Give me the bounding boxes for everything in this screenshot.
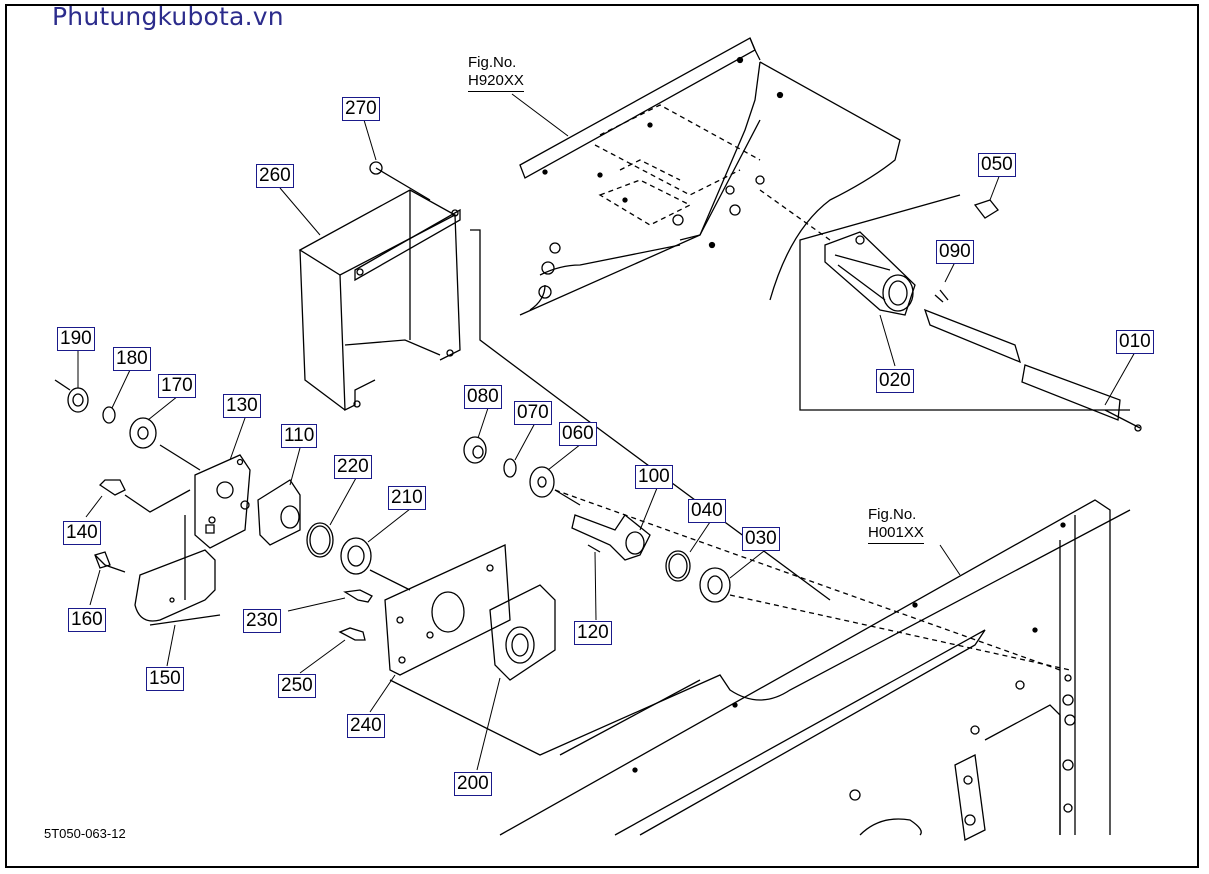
part-label-240[interactable]: 240 <box>347 714 385 738</box>
part-label-180[interactable]: 180 <box>113 347 151 371</box>
middle-bearings-drawing <box>307 510 1130 755</box>
part-label-130[interactable]: 130 <box>223 394 261 418</box>
part-label-150[interactable]: 150 <box>146 667 184 691</box>
diagram-frame <box>5 4 1199 868</box>
part-label-020[interactable]: 020 <box>876 369 914 393</box>
part-label-200[interactable]: 200 <box>454 772 492 796</box>
frame-h001-drawing <box>500 500 1110 840</box>
fig-ref-h001-line1: Fig.No. <box>868 506 917 523</box>
part-label-260[interactable]: 260 <box>256 164 294 188</box>
shaft-assembly-drawing <box>760 190 1141 431</box>
site-title[interactable]: Phutungkubota.vn <box>52 2 284 31</box>
part-label-040[interactable]: 040 <box>688 499 726 523</box>
part-label-050[interactable]: 050 <box>978 153 1016 177</box>
part-label-010[interactable]: 010 <box>1116 330 1154 354</box>
part-label-270[interactable]: 270 <box>342 97 380 121</box>
part-label-090[interactable]: 090 <box>936 240 974 264</box>
part-label-140[interactable]: 140 <box>63 521 101 545</box>
leader-lines <box>78 94 1135 770</box>
fig-ref-h001-number: H001XX <box>868 524 924 544</box>
part-label-120[interactable]: 120 <box>574 621 612 645</box>
part-label-110[interactable]: 110 <box>281 424 318 448</box>
part-label-190[interactable]: 190 <box>57 327 95 351</box>
fig-ref-h920-line1: Fig.No. <box>468 54 517 71</box>
fig-ref-h920-number: H920XX <box>468 72 524 92</box>
part-label-230[interactable]: 230 <box>243 609 281 633</box>
part-label-100[interactable]: 100 <box>635 465 673 489</box>
part-label-070[interactable]: 070 <box>514 401 552 425</box>
cover-260-drawing <box>300 162 830 600</box>
left-hardware-drawing <box>55 380 300 625</box>
shaft-parts-drawing <box>464 437 1070 670</box>
part-label-250[interactable]: 250 <box>278 674 316 698</box>
part-label-220[interactable]: 220 <box>334 455 372 479</box>
part-label-210[interactable]: 210 <box>388 486 426 510</box>
part-label-060[interactable]: 060 <box>559 422 597 446</box>
fig-ref-h001[interactable]: Fig.No. H001XX <box>868 506 924 544</box>
frame-h920-drawing <box>520 38 900 315</box>
part-label-160[interactable]: 160 <box>68 608 106 632</box>
drawing-code: 5T050-063-12 <box>44 826 126 841</box>
part-label-170[interactable]: 170 <box>158 374 196 398</box>
fig-ref-h920[interactable]: Fig.No. H920XX <box>468 54 524 92</box>
part-label-030[interactable]: 030 <box>742 527 780 551</box>
part-label-080[interactable]: 080 <box>464 385 502 409</box>
